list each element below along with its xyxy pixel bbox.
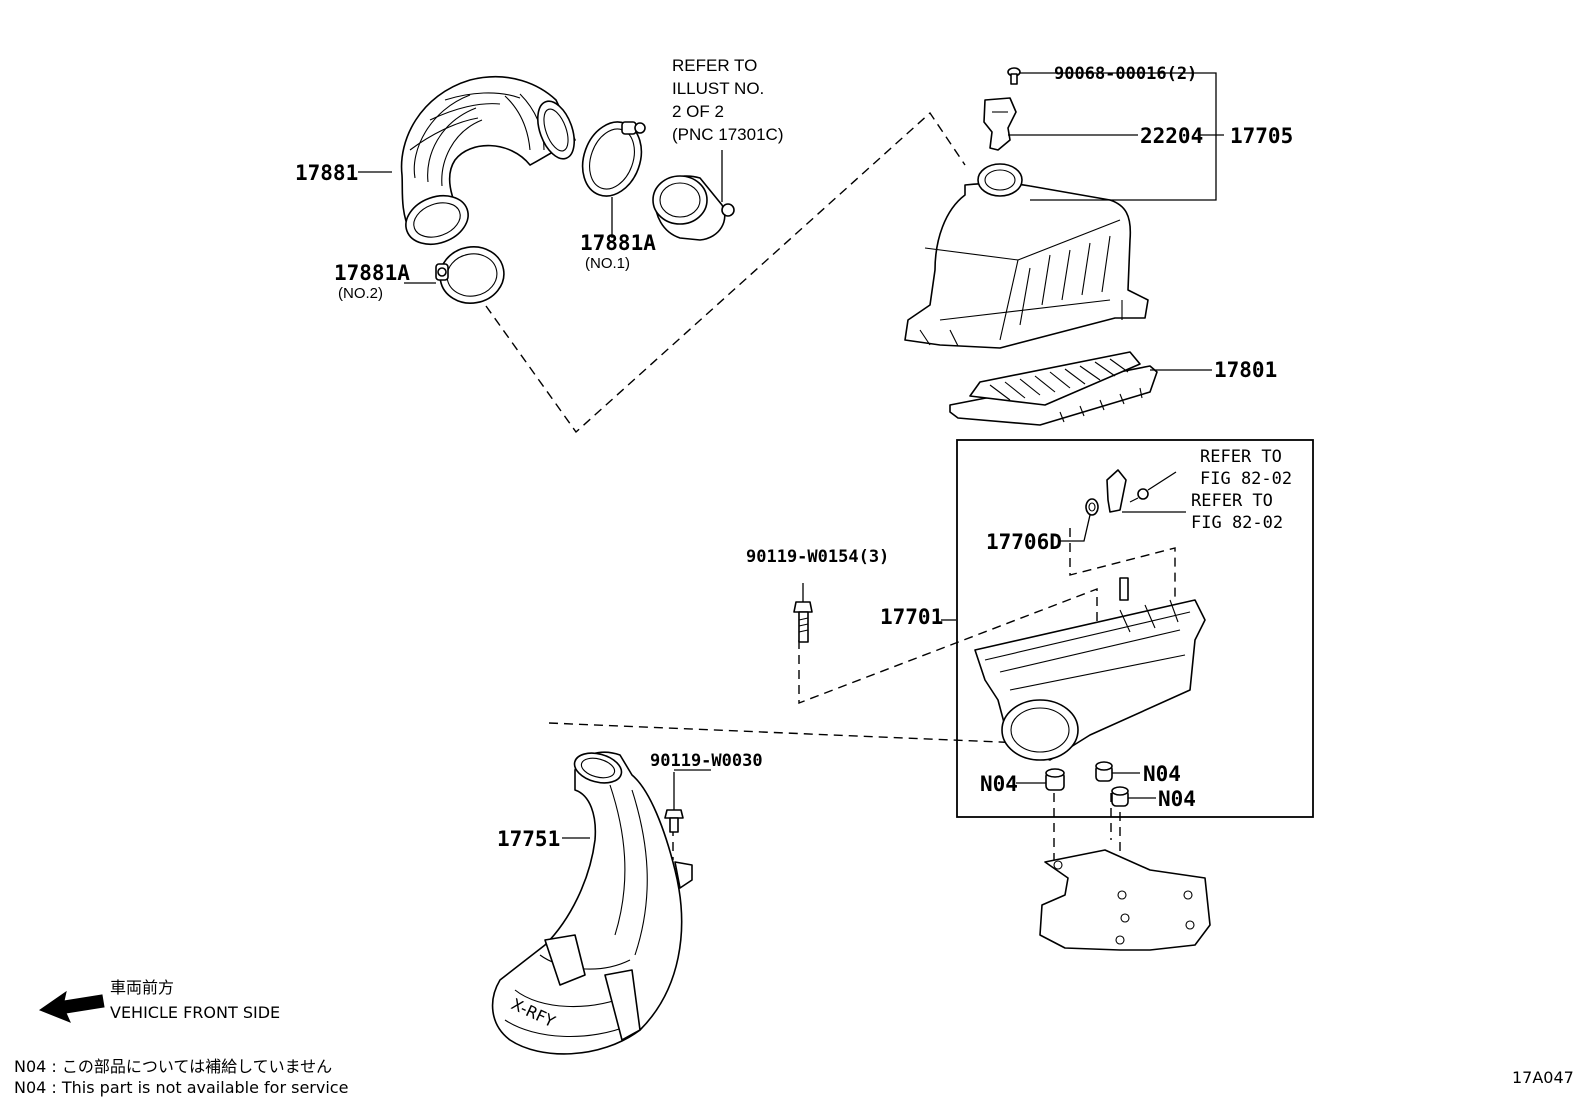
label-17881A-no2-sub: (NO.2) bbox=[338, 285, 383, 302]
refer-illust-line3: 2 OF 2 bbox=[672, 102, 724, 121]
bracket-refer-fig bbox=[1106, 469, 1149, 513]
reference-hose bbox=[652, 175, 735, 241]
air-cleaner-cap-17705[interactable] bbox=[904, 163, 1149, 349]
front-side-en: VEHICLE FRONT SIDE bbox=[110, 1003, 280, 1022]
label-17705: 17705 bbox=[1230, 124, 1293, 148]
hose-clamp-no1[interactable] bbox=[573, 114, 652, 205]
refer-fig-a-line1: REFER TO bbox=[1200, 447, 1282, 467]
label-n04-upper-right: N04 bbox=[1143, 762, 1181, 786]
refer-fig-b-line2: FIG 82-02 bbox=[1191, 513, 1283, 533]
label-22204: 22204 bbox=[1140, 124, 1203, 148]
footnote-en: N04 : This part is not available for ser… bbox=[14, 1078, 348, 1097]
figure-id: 17A047 bbox=[1512, 1068, 1574, 1087]
cushion-n04-left[interactable] bbox=[1045, 768, 1065, 791]
case-assembly-box bbox=[956, 439, 1314, 818]
footnote-jp: N04 : この部品については補給していません bbox=[14, 1057, 332, 1076]
label-17801: 17801 bbox=[1214, 358, 1277, 382]
bolt-90119-W0154[interactable] bbox=[793, 601, 813, 643]
refer-fig-note-a: REFER TO FIG 82-02 bbox=[1200, 447, 1292, 489]
hose-clamp-no2[interactable] bbox=[435, 242, 509, 308]
label-n04-left: N04 bbox=[980, 772, 1018, 796]
refer-illust-line2: ILLUST NO. bbox=[672, 79, 764, 98]
refer-fig-note-b: REFER TO FIG 82-02 bbox=[1191, 491, 1283, 533]
label-90119-W0030: 90119-W0030 bbox=[650, 751, 763, 771]
refer-illust-note: REFER TO ILLUST NO. 2 OF 2 (PNC 17301C) bbox=[672, 56, 784, 144]
cushion-n04-upper-right[interactable] bbox=[1095, 761, 1113, 782]
air-cleaner-case-17701[interactable] bbox=[974, 577, 1206, 761]
label-17881A-no1-sub: (NO.1) bbox=[585, 255, 630, 272]
refer-fig-b-line1: REFER TO bbox=[1191, 491, 1273, 511]
grommet-17706D[interactable] bbox=[1085, 498, 1099, 516]
label-n04-lower-right: N04 bbox=[1158, 787, 1196, 811]
air-inlet-duct-17751[interactable]: X-RFY bbox=[491, 748, 693, 1055]
label-17701: 17701 bbox=[880, 605, 943, 629]
label-90119-W0154: 90119-W0154(3) bbox=[746, 547, 889, 567]
leader-lines bbox=[358, 72, 1224, 839]
air-filter-element-17801[interactable] bbox=[949, 351, 1158, 426]
label-17751: 17751 bbox=[497, 827, 560, 851]
vehicle-front-arrow bbox=[38, 990, 105, 1023]
label-17706D: 17706D bbox=[986, 530, 1062, 554]
refer-illust-line1: REFER TO bbox=[672, 56, 757, 75]
intake-hose-17881[interactable] bbox=[399, 76, 581, 253]
refer-illust-line4: (PNC 17301C) bbox=[672, 125, 784, 144]
mounting-bracket bbox=[1039, 849, 1211, 951]
label-17881: 17881 bbox=[295, 161, 358, 185]
front-side-jp: 車両前方 bbox=[110, 978, 174, 997]
label-17881A-no2: 17881A bbox=[334, 261, 410, 285]
screw-90068[interactable] bbox=[1007, 67, 1021, 85]
bolt-90119-W0030[interactable] bbox=[664, 809, 684, 833]
label-90068-00016: 90068-00016(2) bbox=[1054, 64, 1197, 84]
label-17881A-no1: 17881A bbox=[580, 231, 656, 255]
mass-airflow-sensor-22204[interactable] bbox=[983, 97, 1017, 151]
cushion-n04-lower-right[interactable] bbox=[1111, 786, 1129, 807]
refer-fig-a-line2: FIG 82-02 bbox=[1200, 469, 1292, 489]
